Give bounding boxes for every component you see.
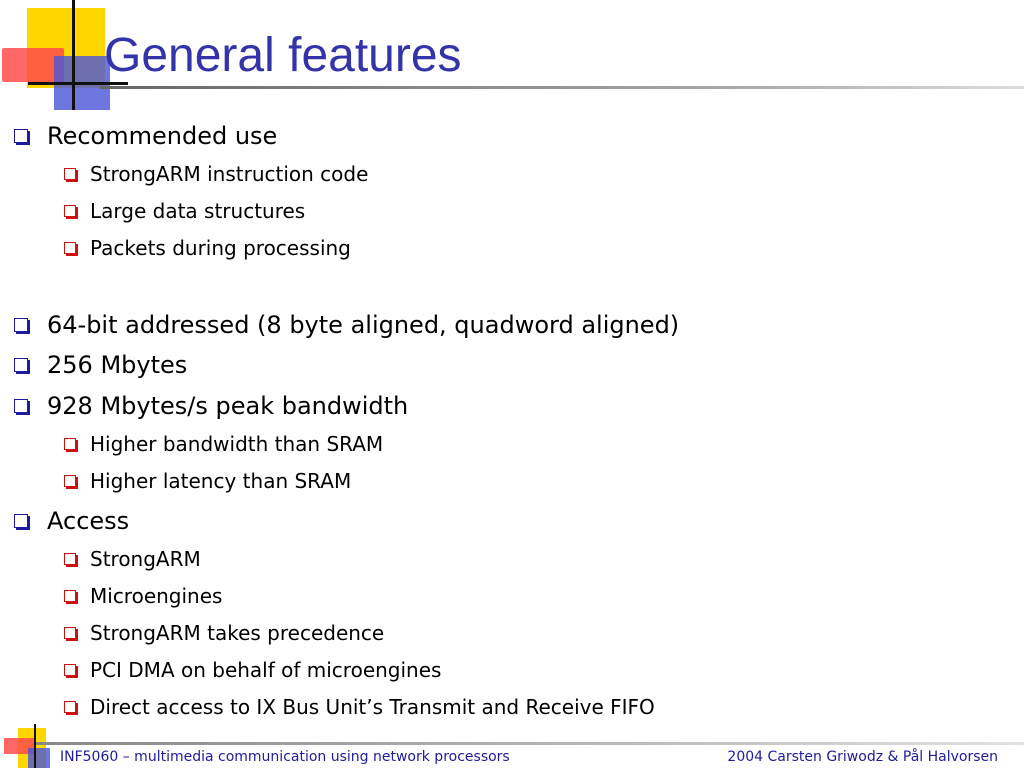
bullet-text: Higher latency than SRAM [90,469,352,493]
square-bullet-icon [64,475,76,487]
bullet-list: Recommended use StrongARM instruction co… [14,121,679,720]
square-bullet-icon [64,205,76,217]
bullet-text: Recommended use [47,122,278,150]
square-bullet-icon [64,664,76,676]
square-bullet-icon [64,168,76,180]
corner-logo-icon [0,0,130,115]
bullet-text: Packets during processing [90,236,351,260]
bullet-text: StrongARM takes precedence [90,621,385,645]
bullet-text: Large data structures [90,199,306,223]
bullet-text: Microengines [90,584,223,608]
bullet-text: Higher bandwidth than SRAM [90,432,384,456]
square-bullet-icon [64,701,76,713]
bullet-text: Direct access to IX Bus Unit’s Transmit … [90,695,655,719]
slide-title: General features [104,29,462,82]
bullet-text: PCI DMA on behalf of microengines [90,658,442,682]
square-bullet-icon [14,129,28,143]
square-bullet-icon [64,242,76,254]
bullet-text: Access [47,507,130,535]
footer-divider [36,742,1024,745]
bullet-item: 256 Mbytes [14,350,187,380]
footer-course: INF5060 – multimedia communication using… [60,749,510,765]
square-bullet-icon [64,438,76,450]
sub-bullet-item: Microengines [64,583,222,609]
sub-bullet-item: Large data structures [64,198,305,224]
square-bullet-icon [14,514,28,528]
bullet-item: 928 Mbytes/s peak bandwidth [14,391,408,421]
footer-authors: 2004 Carsten Griwodz & Pål Halvorsen [727,749,998,765]
bullet-text: 928 Mbytes/s peak bandwidth [47,392,409,420]
bullet-item: 64-bit addressed (8 byte aligned, quadwo… [14,310,679,340]
square-bullet-icon [64,553,76,565]
square-bullet-icon [14,399,28,413]
sub-bullet-item: Higher latency than SRAM [64,468,351,494]
sub-bullet-item: StrongARM takes precedence [64,620,384,646]
bullet-text: 256 Mbytes [47,351,188,379]
sub-bullet-item: PCI DMA on behalf of microengines [64,657,441,683]
square-bullet-icon [64,627,76,639]
bullet-text: StrongARM [90,547,201,571]
title-divider [100,86,1024,89]
square-bullet-icon [64,590,76,602]
footer-logo-icon [0,720,60,768]
sub-bullet-item: Packets during processing [64,235,351,261]
sub-bullet-item: Direct access to IX Bus Unit’s Transmit … [64,694,655,720]
square-bullet-icon [14,318,28,332]
square-bullet-icon [14,358,28,372]
bullet-item: Recommended use [14,121,277,151]
sub-bullet-item: StrongARM [64,546,201,572]
bullet-item: Access [14,506,129,536]
bullet-text: 64-bit addressed (8 byte aligned, quadwo… [47,311,680,339]
sub-bullet-item: StrongARM instruction code [64,161,368,187]
bullet-text: StrongARM instruction code [90,162,369,186]
sub-bullet-item: Higher bandwidth than SRAM [64,431,383,457]
